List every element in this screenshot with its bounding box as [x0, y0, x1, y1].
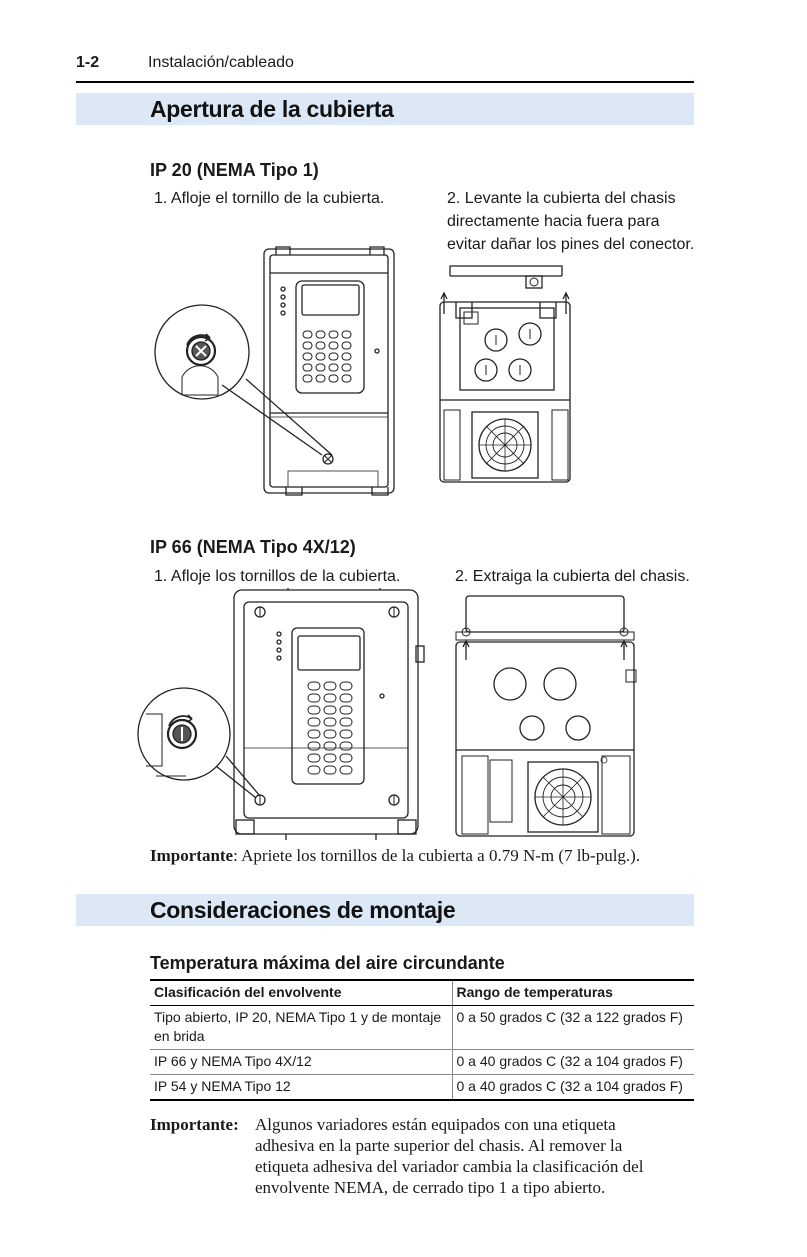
ip66-open-chassis-illustration [455, 595, 637, 837]
section-name: Instalación/cableado [148, 54, 294, 71]
note-line: envolvente NEMA, de cerrado tipo 1 a tip… [255, 1178, 606, 1197]
table-header-row: Clasificación del envolvente Rango de te… [150, 979, 694, 1006]
header-rule [76, 81, 694, 83]
table-row: Tipo abierto, IP 20, NEMA Tipo 1 y de mo… [150, 1005, 694, 1050]
ip20-step2-line: 2. Levante la cubierta del chasis [447, 190, 676, 207]
rating-line: Tipo abierto, IP 20, NEMA Tipo 1 y de mo… [154, 1009, 442, 1025]
ip20-heading: IP 20 (NEMA Tipo 1) [150, 160, 319, 180]
ip20-step1: 1. Afloje el tornillo de la cubierta. [154, 190, 385, 207]
ip66-step1: 1. Afloje los tornillos de la cubierta. [154, 568, 401, 585]
section-band-cover [76, 93, 694, 125]
table-cell-range: 0 a 50 grados C (32 a 122 grados F) [452, 1005, 694, 1050]
column-header: Rango de temperaturas [452, 979, 694, 1006]
table-cell-range: 0 a 40 grados C (32 a 104 grados F) [452, 1049, 694, 1075]
ip66-heading: IP 66 (NEMA Tipo 4X/12) [150, 537, 356, 557]
note-line: Algunos variadores están equipados con u… [255, 1115, 616, 1134]
note-line: adhesiva en la parte superior del chasis… [255, 1136, 623, 1155]
note-line: etiqueta adhesiva del variador cambia la… [255, 1157, 644, 1176]
ip20-step2-line: directamente hacia fuera para [447, 213, 660, 230]
temperature-table: Clasificación del envolvente Rango de te… [150, 979, 694, 1101]
page-number: 1-2 [76, 54, 100, 71]
ip20-front-drive-illustration [154, 246, 395, 496]
table-row: IP 66 y NEMA Tipo 4X/12 0 a 40 grados C … [150, 1049, 694, 1075]
section-title-cover: Apertura de la cubierta [150, 96, 394, 122]
ip20-open-chassis-illustration [439, 265, 571, 483]
ip66-step2: 2. Extraiga la cubierta del chasis. [455, 568, 690, 585]
important-label-note: Algunos variadores están equipados con u… [255, 1114, 643, 1198]
important-label-2: Importante: [150, 1115, 239, 1134]
ip20-step2: 2. Levante la cubierta del chasis direct… [447, 187, 694, 256]
table-row: IP 54 y NEMA Tipo 12 0 a 40 grados C (32… [150, 1074, 694, 1101]
important-torque-note: Importante: Apriete los tornillos de la … [150, 846, 640, 866]
table-cell-rating: Tipo abierto, IP 20, NEMA Tipo 1 y de mo… [150, 1005, 453, 1050]
table-cell-range: 0 a 40 grados C (32 a 104 grados F) [452, 1074, 694, 1101]
rating-line: en brida [154, 1028, 205, 1044]
section-title-mounting: Consideraciones de montaje [150, 897, 456, 923]
table-heading: Temperatura máxima del aire circundante [150, 953, 505, 973]
table-cell-rating: IP 54 y NEMA Tipo 12 [150, 1074, 453, 1101]
table-cell-rating: IP 66 y NEMA Tipo 4X/12 [150, 1049, 453, 1075]
column-header: Clasificación del envolvente [150, 979, 453, 1006]
important-text: : Apriete los tornillos de la cubierta a… [233, 846, 641, 865]
ip20-step2-line: evitar dañar los pines del conector. [447, 236, 695, 253]
section-band-mounting [76, 894, 694, 926]
important-label: Importante [150, 846, 234, 865]
ip66-front-drive-illustration [137, 588, 425, 840]
